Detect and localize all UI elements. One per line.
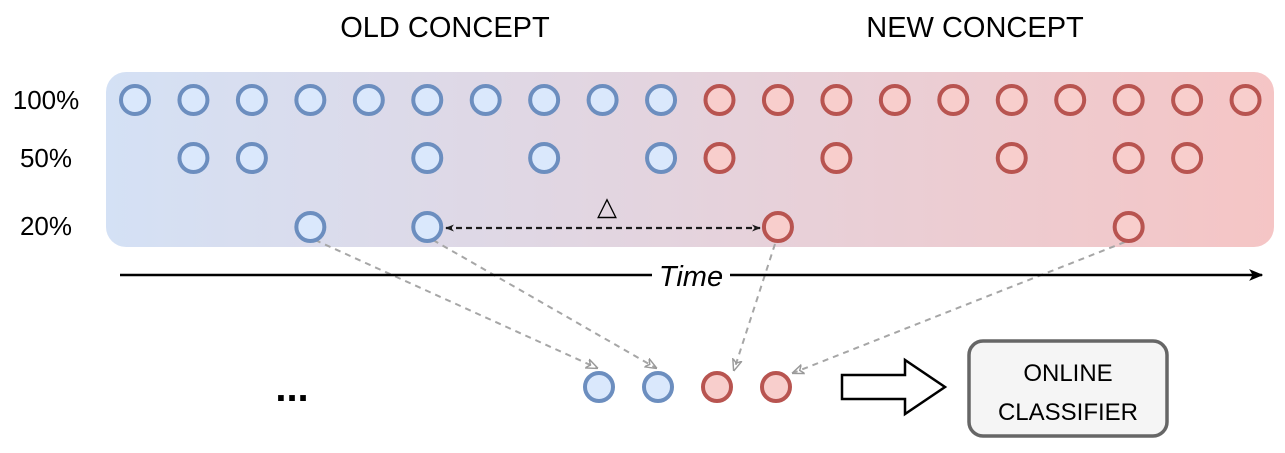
new-concept-sample [820, 142, 853, 174]
new-concept-sample [995, 84, 1028, 116]
old-concept-sample [352, 84, 385, 116]
buffer-sample [583, 371, 615, 403]
buffer-sample [760, 371, 792, 403]
old-concept-sample [177, 142, 210, 174]
sample-arrow [734, 243, 776, 370]
old-concept-sample [645, 142, 678, 174]
old-concept-sample [119, 84, 151, 116]
new-concept-sample [937, 84, 970, 116]
new-concept-sample [703, 84, 736, 116]
row-label-50: 50% [20, 143, 72, 173]
new-concept-sample [820, 84, 853, 116]
old-concept-sample [586, 84, 619, 116]
new-concept-sample [761, 211, 794, 243]
row-label-20: 20% [20, 211, 72, 241]
old-concept-sample [528, 142, 561, 174]
classifier-label-line1: ONLINE [1023, 360, 1112, 387]
new-concept-sample [1054, 84, 1087, 116]
new-concept-sample [1112, 211, 1145, 243]
buffer-circles [583, 371, 792, 403]
buffer-sample [642, 371, 674, 403]
sample-arrow [432, 239, 656, 368]
new-concept-sample [995, 142, 1028, 174]
new-concept-sample [1112, 142, 1145, 174]
old-concept-header: OLD CONCEPT [340, 12, 550, 44]
sample-arrow [314, 239, 597, 368]
old-concept-sample [177, 84, 210, 116]
new-concept-sample [878, 84, 911, 116]
old-concept-sample [235, 84, 268, 116]
new-concept-sample [1229, 84, 1262, 116]
old-concept-sample [235, 142, 268, 174]
sampling-arrows [314, 239, 1126, 373]
old-concept-sample [411, 211, 444, 243]
classifier-label-line2: CLASSIFIER [998, 399, 1138, 426]
old-concept-sample [528, 84, 561, 116]
block-arrow [840, 357, 948, 417]
old-concept-sample [469, 84, 502, 116]
new-concept-sample [1112, 84, 1145, 116]
new-concept-header: NEW CONCEPT [866, 12, 1084, 44]
time-axis-label: Time [659, 261, 723, 293]
new-concept-sample [703, 142, 736, 174]
old-concept-sample [294, 84, 327, 116]
online-classifier-box [967, 339, 1169, 438]
time-label-bg [652, 259, 730, 291]
row-label-100: 100% [13, 85, 80, 115]
concept-band [106, 72, 1274, 247]
old-concept-sample [411, 142, 444, 174]
delta-symbol: △ [597, 191, 617, 221]
old-concept-sample [411, 84, 444, 116]
buffer-sample [701, 371, 733, 403]
new-concept-sample [761, 84, 794, 116]
new-concept-sample [1171, 84, 1204, 116]
old-concept-sample [645, 84, 678, 116]
sample-circles [119, 84, 1262, 243]
old-concept-sample [294, 211, 327, 243]
new-concept-sample [1171, 142, 1204, 174]
sample-arrow [793, 241, 1126, 373]
ellipsis: ... [275, 366, 308, 410]
